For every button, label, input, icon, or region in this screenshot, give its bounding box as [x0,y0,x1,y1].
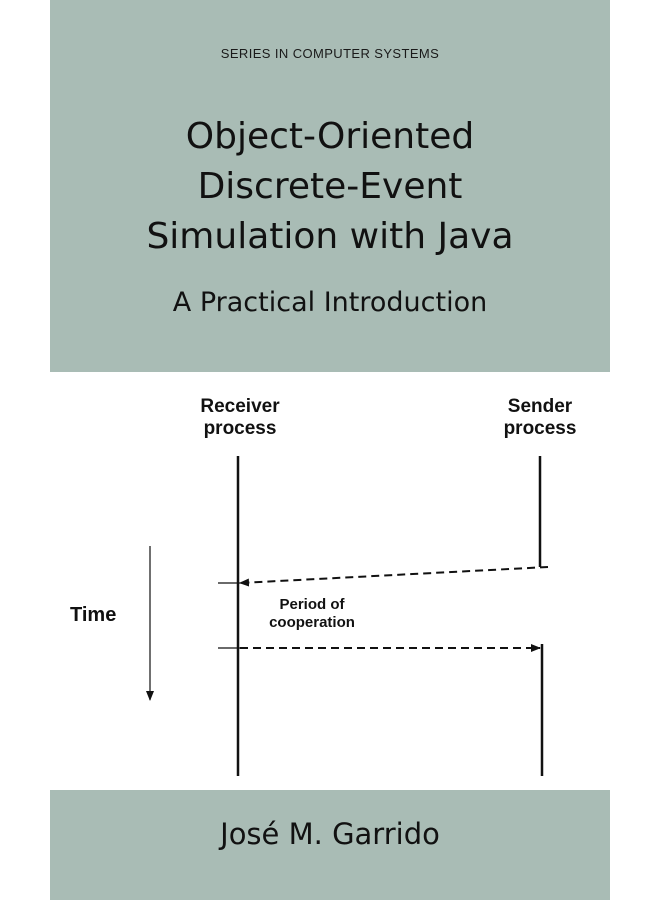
title-line: Object-Oriented [185,116,475,157]
sender-label-line: process [503,418,577,439]
book-subtitle: A Practical Introduction [172,287,488,318]
receiver-label-line: Receiver [200,396,280,417]
sender-label-line: Sender [507,396,573,417]
series-name: SERIES IN COMPUTER SYSTEMS [220,46,440,61]
title-line: Discrete-Event [197,166,463,207]
time-label: Time [70,604,117,626]
top-title-band: SERIES IN COMPUTER SYSTEMS Object-Orient… [50,0,610,372]
period-label-line: Period of [279,596,345,613]
process-cooperation-diagram: Receiver process Sender process Time Per… [50,372,610,790]
author-band: José M. Garrido [50,790,610,900]
period-label-line: cooperation [269,614,355,631]
message-to-receiver-arrow [239,566,549,587]
book-cover: SERIES IN COMPUTER SYSTEMS Object-Orient… [50,0,610,900]
book-title: Object-Oriented Discrete-Event Simulatio… [50,112,610,262]
title-line: Simulation with Java [146,216,514,257]
receiver-process-label: Receiver process [180,396,300,440]
receiver-label-line: process [203,418,277,439]
author-name: José M. Garrido [220,817,440,851]
sender-process-label: Sender process [470,396,610,440]
diagram-graphic [146,456,549,776]
period-of-cooperation-label: Period of cooperation [242,596,382,632]
